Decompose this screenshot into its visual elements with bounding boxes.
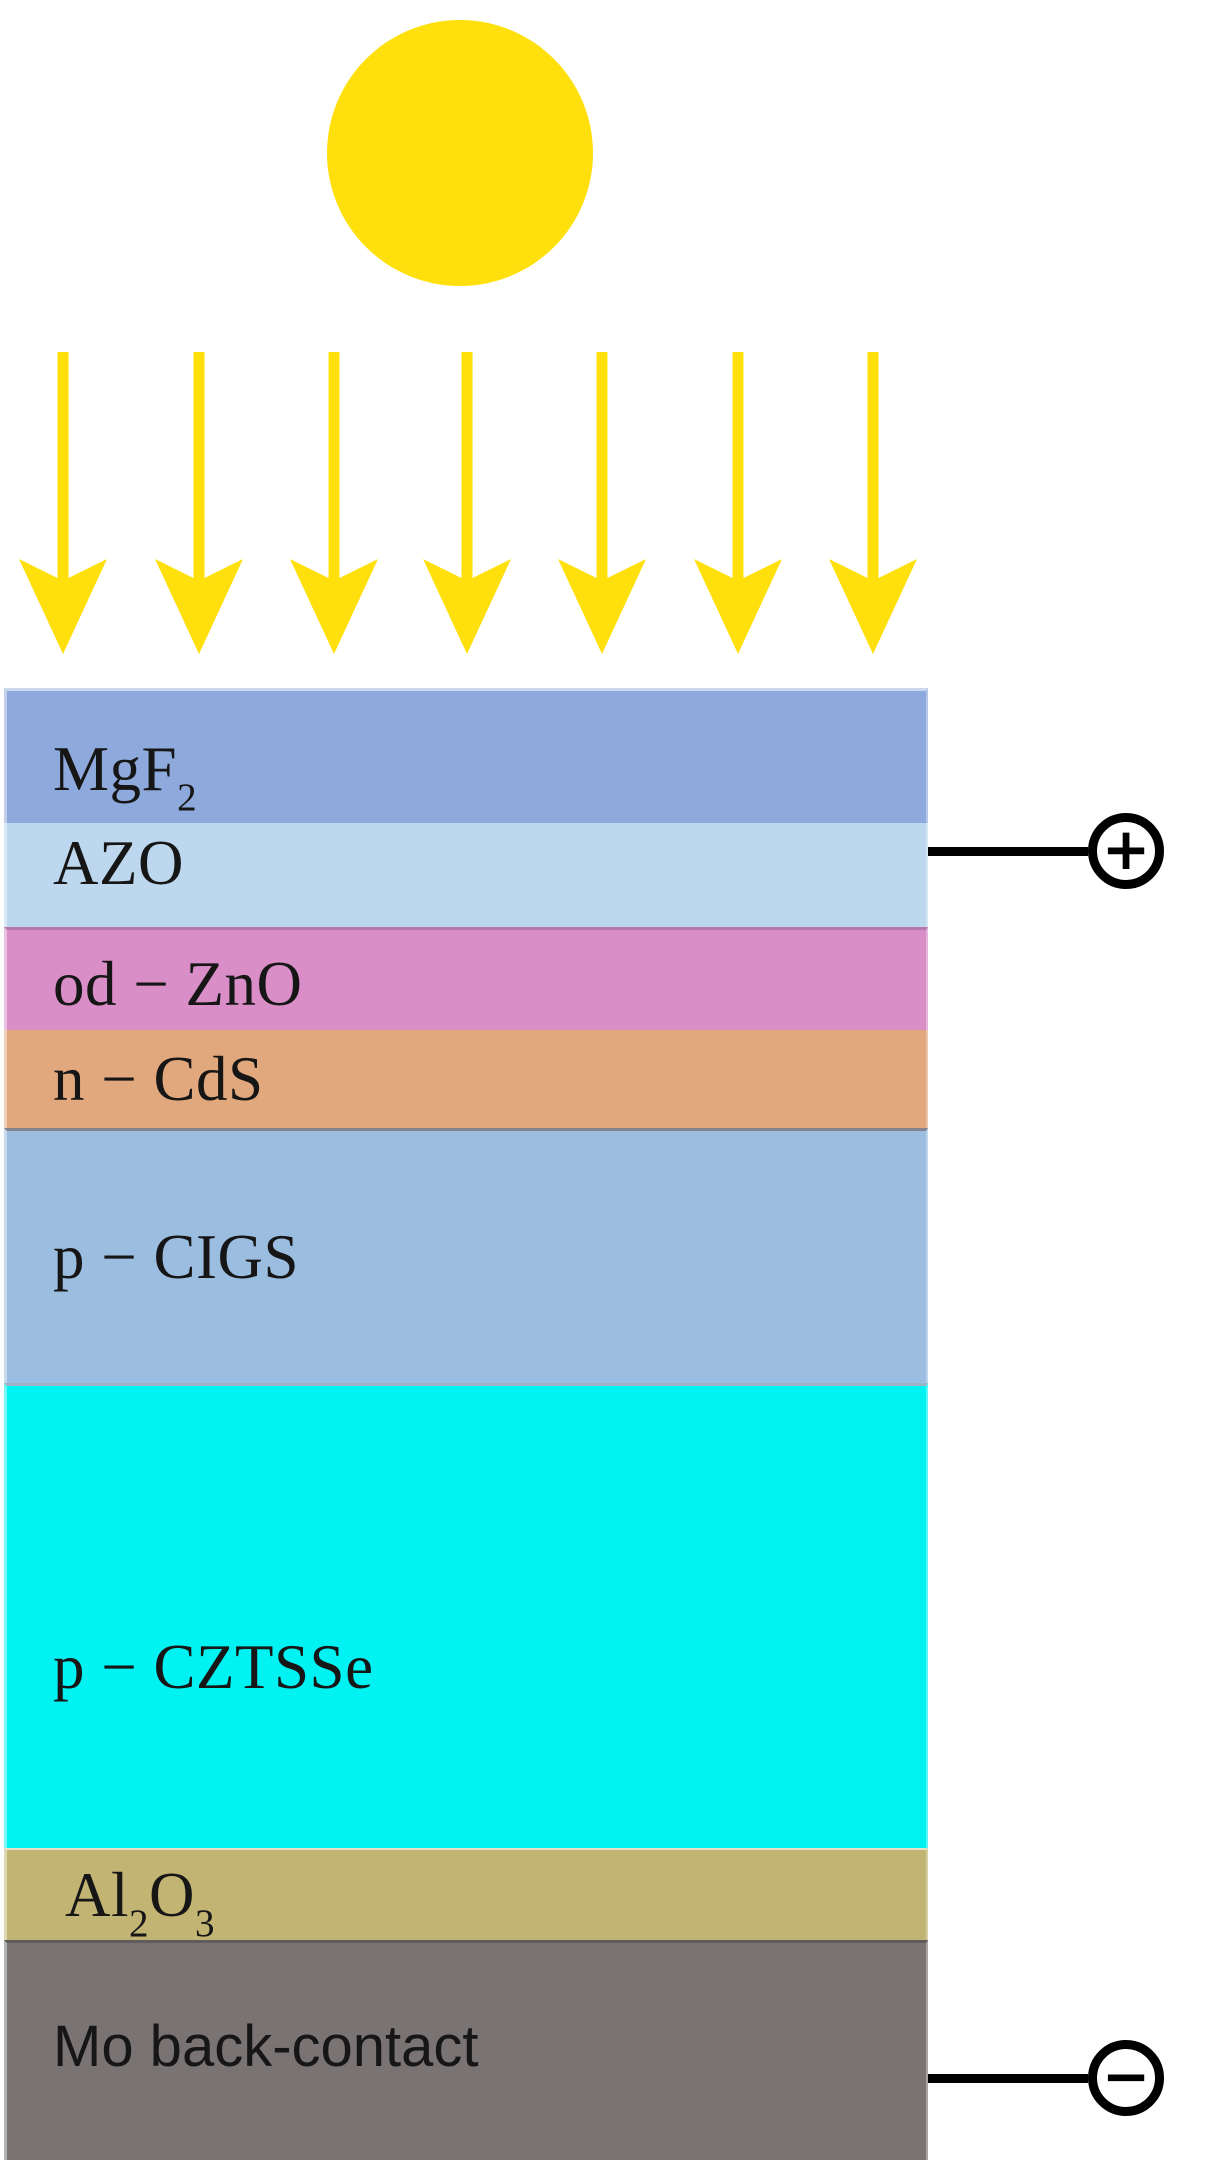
down-arrow-icon: [290, 352, 378, 654]
positive-terminal: +: [928, 813, 1164, 889]
layer-n-cds: n − CdS: [4, 1030, 928, 1128]
down-arrow-icon: [155, 352, 243, 654]
layer-stack: MgF2 AZO od − ZnO n − CdS p − CIGS p − C…: [4, 688, 928, 2160]
layer-label: Al2O3: [65, 1859, 216, 1946]
layer-azo: AZO: [4, 823, 928, 927]
down-arrow-icon: [558, 352, 646, 654]
layer-p-cigs: p − CIGS: [4, 1128, 928, 1383]
layer-p-cztsse: p − CZTSSe: [4, 1383, 928, 1848]
layer-od-zno: od − ZnO: [4, 927, 928, 1030]
plus-icon: +: [1088, 813, 1164, 889]
negative-terminal: −: [928, 2040, 1164, 2116]
layer-label: p − CZTSSe: [53, 1631, 374, 1702]
layer-mo-back-contact: Mo back-contact: [4, 1940, 928, 2160]
down-arrow-icon: [829, 352, 917, 654]
positive-wire: [928, 846, 1088, 856]
layer-mgf2: MgF2: [4, 688, 928, 823]
layer-label: AZO: [53, 827, 184, 898]
layer-label: Mo back-contact: [53, 2013, 479, 2079]
layer-label: MgF2: [53, 733, 198, 820]
plus-symbol: +: [1101, 815, 1151, 883]
sunlight-rays: [19, 352, 917, 654]
layer-label: p − CIGS: [53, 1221, 300, 1292]
layer-label: n − CdS: [53, 1043, 264, 1114]
layer-al2o3: Al2O3: [4, 1848, 928, 1946]
negative-wire: [928, 2073, 1088, 2083]
layer-label: od − ZnO: [53, 948, 303, 1019]
minus-symbol: −: [1101, 2042, 1151, 2110]
down-arrow-icon: [694, 352, 782, 654]
sun-icon: [327, 20, 593, 286]
minus-icon: −: [1088, 2040, 1164, 2116]
down-arrow-icon: [423, 352, 511, 654]
down-arrow-icon: [19, 352, 107, 654]
